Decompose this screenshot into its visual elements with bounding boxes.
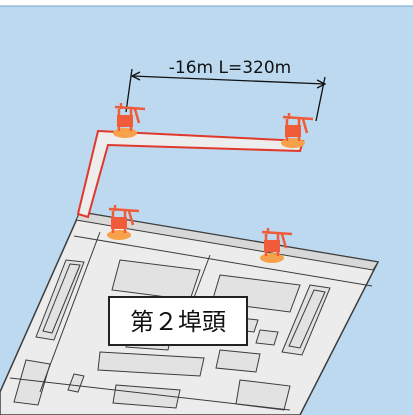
buildings <box>13 259 331 411</box>
wharf-label: 第２埠頭 <box>108 296 248 346</box>
wharf-name: 第２埠頭 <box>130 308 226 336</box>
crane-icon <box>281 113 314 148</box>
dimension-line <box>125 68 327 122</box>
dimension-label: -16m L=320m <box>169 58 291 78</box>
crane-icon <box>260 228 293 263</box>
crane-icon <box>107 205 140 240</box>
roads <box>9 231 373 411</box>
top-strip <box>0 0 413 6</box>
crane-icon <box>113 103 146 138</box>
